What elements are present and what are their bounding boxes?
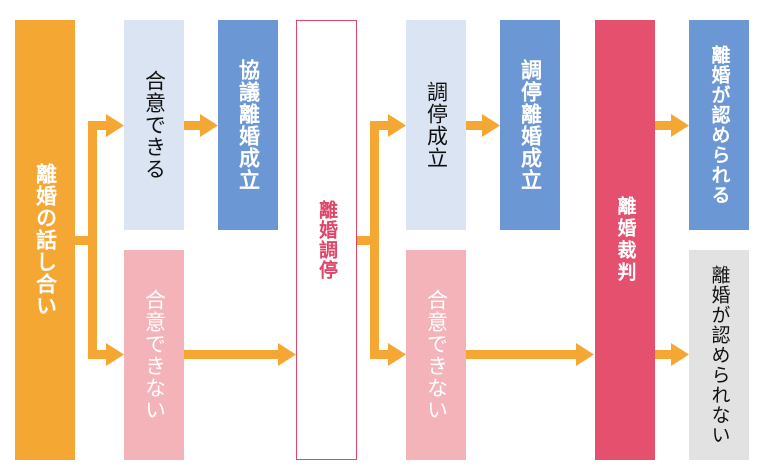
arrow-shaft-to-approved [655,121,673,130]
arrow-shaft-to-disagree2 [370,350,390,359]
node-disagree2-label: 合意できない [424,289,449,421]
arrow-shaft-to-not-approved [655,350,673,359]
node-chotei-rikon: 調停離婚成立 [500,20,560,230]
node-disagree2: 合意できない [406,250,466,460]
arrow-shaft-to-chotei [184,350,280,359]
node-chotei-seiritsu-label: 調停成立 [424,81,449,169]
arrow-shaft-to-agree [88,121,108,130]
arrowhead-to-kyogi [200,114,218,137]
node-saiban: 離婚裁判 [595,20,655,460]
node-approved-label: 離婚が認められる [708,45,731,205]
node-agree: 合意できる [124,20,184,230]
connector-chotei-h [357,236,379,245]
node-talk-label: 離婚の話し合い [33,163,58,317]
arrow-shaft-to-chotei-seiritsu [370,121,390,130]
arrow-shaft-to-saiban [466,350,578,359]
arrowhead-to-not-approved [671,343,689,366]
arrow-shaft-to-disagree [88,350,108,359]
arrowhead-to-disagree2 [388,343,406,366]
node-disagree-label: 合意できない [142,289,167,421]
node-not-approved: 離婚が認められない [689,250,749,460]
arrowhead-to-chotei-rikon [482,114,500,137]
node-agree-label: 合意できる [142,70,167,180]
connector-talk-v [88,121,97,359]
node-approved: 離婚が認められる [689,20,749,230]
node-talk: 離婚の話し合い [15,20,75,460]
connector-talk-h [75,236,97,245]
arrowhead-to-saiban [576,343,594,366]
node-kyogi: 協議離婚成立 [218,20,278,230]
node-chotei-rikon-label: 調停離婚成立 [518,59,543,191]
arrowhead-to-disagree [106,343,124,366]
node-disagree: 合意できない [124,250,184,460]
arrowhead-to-chotei [278,343,296,366]
node-saiban-label: 離婚裁判 [614,196,637,284]
node-kyogi-label: 協議離婚成立 [236,59,261,191]
arrow-shaft-to-kyogi [184,121,202,130]
node-chotei-label: 離婚調停 [316,200,338,280]
arrow-shaft-to-chotei-rikon [466,121,484,130]
node-not-approved-label: 離婚が認められない [708,265,731,445]
node-chotei: 離婚調停 [296,20,357,460]
node-chotei-seiritsu: 調停成立 [406,20,466,230]
arrowhead-to-approved [671,114,689,137]
arrowhead-to-agree [106,114,124,137]
arrowhead-to-chotei-seiritsu [388,114,406,137]
connector-chotei-v [370,121,379,359]
